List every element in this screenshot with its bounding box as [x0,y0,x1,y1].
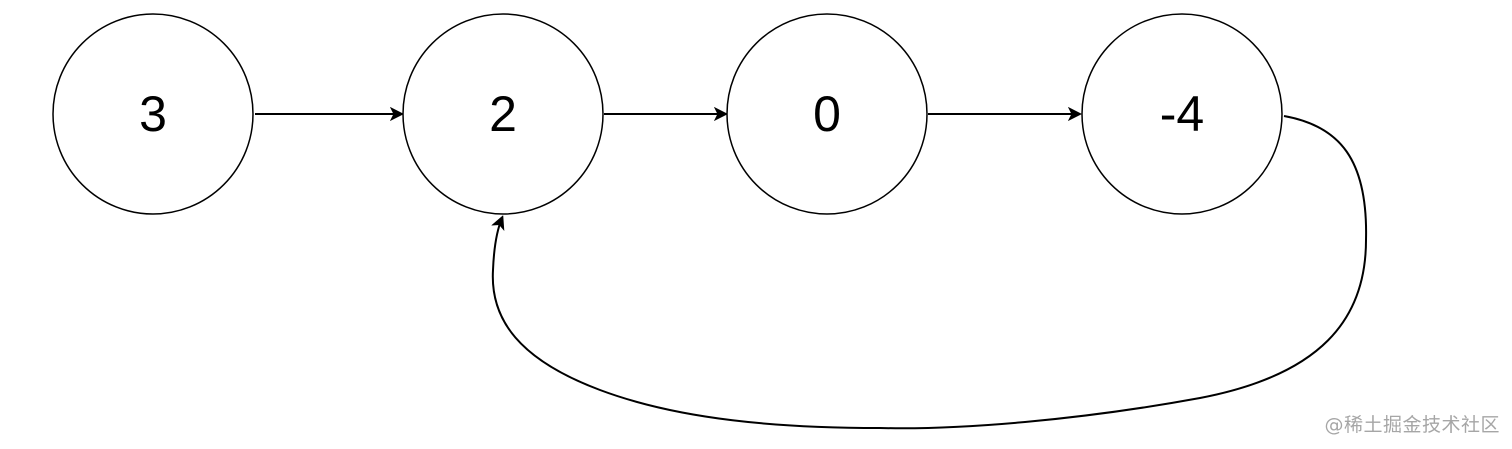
node-3: 3 [52,13,254,215]
node-2: 2 [402,13,604,215]
edge-minus4-to-2-cycle [493,115,1368,430]
node-label: 3 [139,86,167,142]
node-label: 0 [813,86,841,142]
watermark: @稀土掘金技术社区 [1324,414,1500,436]
node-label: -4 [1160,86,1204,142]
node-minus4: -4 [1081,13,1283,215]
node-label: 2 [489,86,517,142]
node-0: 0 [726,13,928,215]
